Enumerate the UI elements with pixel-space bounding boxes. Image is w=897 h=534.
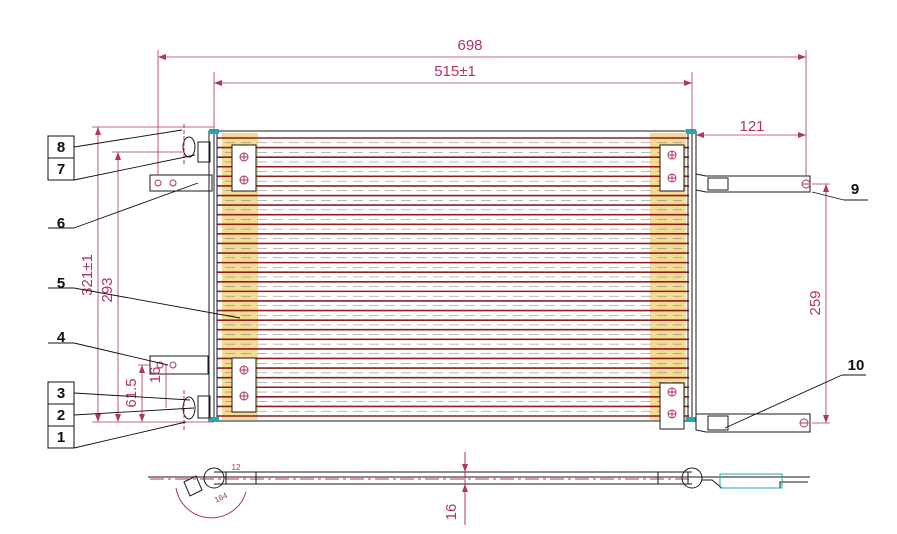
dim-core-width: 515±1: [434, 63, 476, 80]
right-lower-bracket: [695, 413, 811, 433]
dim-core-height: 321±1: [79, 254, 96, 296]
dim-mount-height: 293: [99, 277, 116, 302]
left-lower-plate: [231, 357, 257, 413]
right-cap-bottom: [686, 417, 696, 422]
callout-4: 4: [57, 329, 66, 346]
callout-7: 7: [57, 161, 65, 178]
callout-8: 8: [57, 139, 65, 156]
upper-port-fitting: [182, 124, 211, 165]
dim-lower-offset: 61.5: [123, 378, 140, 407]
dim-bracket-offset: 121: [739, 118, 764, 135]
callout-10: 10: [848, 357, 865, 374]
left-upper-plate: [231, 144, 257, 192]
right-cap-top: [686, 129, 696, 134]
left-upper-bracket: [149, 174, 213, 192]
tube-group: [217, 137, 689, 417]
dim-right-mount-spacing: 259: [807, 290, 824, 315]
leader-lines: [48, 129, 868, 449]
lower-port-fitting: [182, 390, 211, 432]
dim-depth: 16: [443, 504, 460, 521]
right-upper-plate: [659, 144, 685, 192]
dimension-lines: [92, 50, 830, 424]
side-view: [148, 452, 810, 525]
callout-1: 1: [57, 429, 65, 446]
core-outline: [213, 130, 693, 422]
callout-9: 9: [851, 181, 859, 198]
left-cap-top: [209, 129, 219, 134]
dim-port-diameter: 12: [232, 463, 241, 472]
right-lower-plate: [659, 382, 685, 430]
callout-6: 6: [57, 215, 65, 232]
left-cap-bottom: [209, 417, 219, 422]
callout-2: 2: [57, 407, 65, 424]
dim-port-offset: 16: [147, 367, 164, 384]
dim-overall-width: 698: [457, 37, 482, 54]
dimension-arrows: [95, 54, 829, 423]
dim-port-angle: 164: [213, 491, 229, 505]
callout-5: 5: [57, 275, 65, 292]
callout-3: 3: [57, 385, 65, 402]
right-upper-bracket: [695, 173, 811, 193]
